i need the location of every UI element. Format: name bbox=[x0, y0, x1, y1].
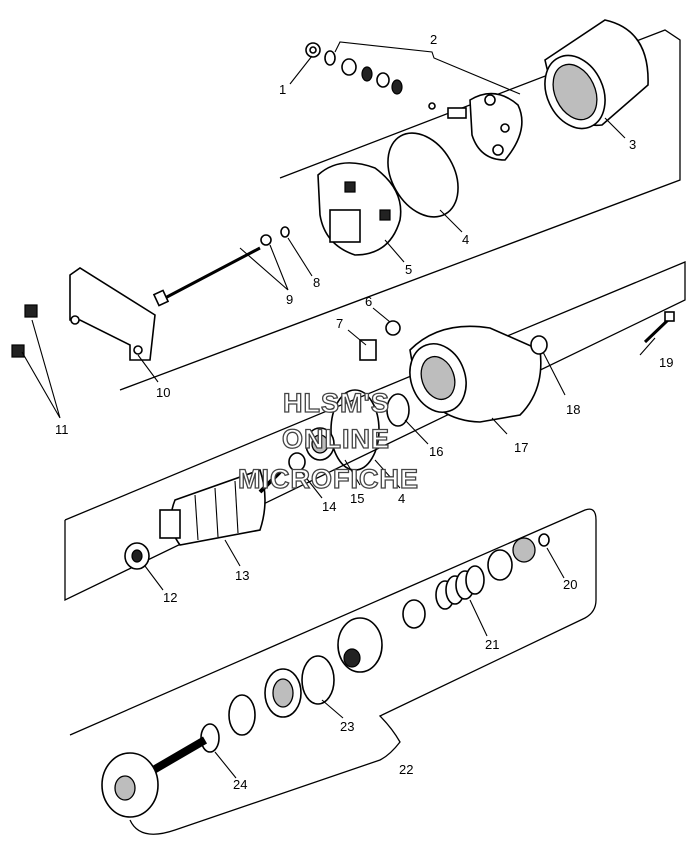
drive-clutch bbox=[337, 617, 383, 673]
drive-assembly-frame bbox=[69, 508, 597, 835]
callout-2: 2 bbox=[430, 32, 437, 47]
callout-4-lower: 4 bbox=[398, 491, 405, 506]
part-11-bolts bbox=[11, 304, 38, 358]
part-20-circlip bbox=[538, 533, 550, 547]
pinion-gear-shaft bbox=[101, 736, 208, 818]
part-12-bearing bbox=[124, 542, 150, 570]
part-9-through-bolts bbox=[152, 234, 272, 307]
drive-collar bbox=[512, 537, 536, 563]
part-3-yoke bbox=[544, 19, 649, 130]
leader-lines bbox=[21, 41, 656, 779]
callout-18: 18 bbox=[566, 402, 580, 417]
part-23-ring bbox=[301, 655, 335, 705]
callout-10: 10 bbox=[156, 385, 170, 400]
callout-21: 21 bbox=[485, 637, 499, 652]
part-8-o-ring-small bbox=[280, 226, 290, 238]
part-7-terminal-bolt bbox=[359, 339, 377, 361]
callout-12: 12 bbox=[163, 590, 177, 605]
callout-4-upper: 4 bbox=[462, 232, 469, 247]
part-4-o-ring-lower bbox=[330, 389, 380, 471]
part-16-o-ring bbox=[386, 393, 410, 427]
callout-1: 1 bbox=[279, 82, 286, 97]
rear-cover-frame bbox=[119, 29, 681, 391]
watermark-line-3: MICROFICHE bbox=[238, 464, 419, 494]
part-13-armature bbox=[159, 468, 282, 546]
callout-13: 13 bbox=[235, 568, 249, 583]
callout-15: 15 bbox=[350, 491, 364, 506]
callout-20: 20 bbox=[563, 577, 577, 592]
part-1-nut bbox=[305, 42, 321, 58]
callout-9: 9 bbox=[286, 292, 293, 307]
callout-3: 3 bbox=[629, 137, 636, 152]
part-15-bearing bbox=[305, 427, 335, 461]
drive-bushing bbox=[402, 599, 426, 629]
callout-7: 7 bbox=[336, 316, 343, 331]
part-10-bracket bbox=[69, 267, 156, 361]
watermark: HLSM'S ONLINE MICROFICHE bbox=[237, 387, 419, 494]
part-2-washer-set bbox=[324, 50, 403, 95]
callout-23: 23 bbox=[340, 719, 354, 734]
callout-14: 14 bbox=[322, 499, 336, 514]
callout-8: 8 bbox=[313, 275, 320, 290]
callout-labels: 1 2 3 4 5 6 7 8 9 10 11 12 13 14 15 16 4… bbox=[55, 32, 673, 792]
part-17-front-cover bbox=[409, 325, 542, 423]
watermark-line-2: ONLINE bbox=[282, 424, 390, 454]
part-14-seal bbox=[288, 452, 306, 472]
part-6-nut bbox=[385, 320, 401, 336]
part-18-washer bbox=[530, 335, 548, 355]
watermark-line-1: HLSM'S bbox=[283, 388, 390, 418]
callout-22: 22 bbox=[399, 762, 413, 777]
callout-16: 16 bbox=[429, 444, 443, 459]
callout-17: 17 bbox=[514, 440, 528, 455]
callout-11: 11 bbox=[55, 422, 69, 437]
part-19-bolt bbox=[643, 311, 675, 344]
callout-24: 24 bbox=[233, 777, 247, 792]
callout-5: 5 bbox=[405, 262, 412, 277]
part-21-spring bbox=[435, 565, 485, 610]
callout-6: 6 bbox=[365, 294, 372, 309]
drive-washer bbox=[228, 694, 256, 736]
part-2-brush-holder bbox=[428, 92, 523, 161]
part-5-rear-cover bbox=[317, 162, 402, 256]
drive-plate bbox=[264, 668, 302, 718]
callout-19: 19 bbox=[659, 355, 673, 370]
drive-sleeve bbox=[487, 549, 513, 581]
